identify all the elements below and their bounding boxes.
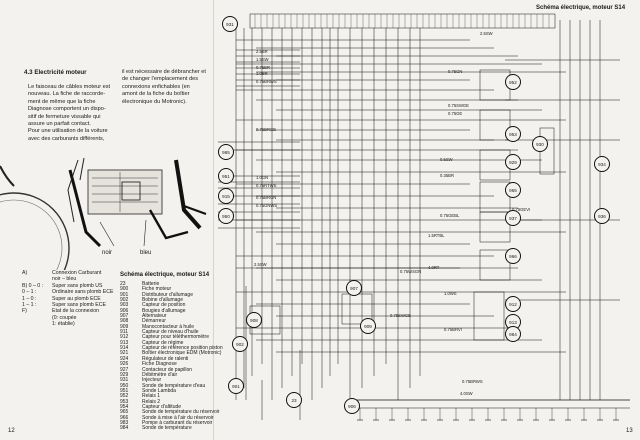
section-title: 4.3 Electricité moteur (24, 69, 87, 76)
component-node: 930 (532, 136, 548, 152)
component-node: 952 (505, 74, 521, 90)
page-number-left: 12 (8, 428, 15, 434)
label-bleu: bleu (140, 250, 152, 256)
wire-label: 0.75GEVI (512, 207, 531, 212)
wire-label: 0.75BRWS (462, 379, 483, 384)
wire-label: 1.5SW (256, 57, 269, 62)
component-node: 23 (286, 392, 302, 408)
wire-label: 0.75BRWS (256, 79, 277, 84)
wire-label: 0.75GE (448, 111, 463, 116)
label-noir: noir (102, 250, 113, 256)
paragraph-left: Le faisceau de câbles moteur est nouveau… (28, 84, 111, 142)
wire-label: 2.5BR (256, 49, 268, 54)
component-node: 966 (505, 248, 521, 264)
component-node: 912 (505, 296, 521, 312)
component-node: 909 (360, 318, 376, 334)
component-node: 908 (246, 312, 262, 328)
wire-label: 0.5SW (440, 157, 453, 162)
component-node: 902 (232, 336, 248, 352)
wire-label: 2.5SW (254, 262, 267, 267)
diagram-header: Schéma électrique, moteur S14 (536, 5, 626, 11)
wire-label: 0.75BRGE (256, 127, 277, 132)
component-node: 984 (505, 326, 521, 342)
wire-label: 0.35BR (440, 173, 454, 178)
fuel-connection-legend: A)Connexion Carburant noir – bleu B) 0 –… (22, 270, 114, 328)
paragraph-right: il est nécessaire de débrancher et de ch… (122, 69, 206, 105)
component-node: 906 (344, 398, 360, 414)
wire-label: 0.75GNWS (256, 203, 278, 208)
wire-label: 0.75GN (448, 69, 463, 74)
wire-label: 0.75BRGN (256, 195, 277, 200)
wire-label: 1.0BR (256, 71, 268, 76)
wire-label: 1.0WS (444, 291, 457, 296)
wire-label: 2.5SW (480, 31, 493, 36)
wire-label: 0.75RTWS (256, 183, 277, 188)
component-node: 934 (594, 156, 610, 172)
page-number-right: 13 (626, 428, 633, 434)
wire-label: 4.0RT (428, 265, 440, 270)
component-node: 965 (218, 144, 234, 160)
wire-label: 0.75GEBL (440, 213, 460, 218)
component-node: 915 (218, 188, 234, 204)
wire-label: 0.75SWGE (390, 313, 411, 318)
component-node: 907 (346, 280, 362, 296)
component-node: 937 (505, 210, 521, 226)
component-node: 936 (594, 208, 610, 224)
wire-label: 4.0SW (460, 391, 473, 396)
component-node: 931 (222, 16, 238, 32)
component-node: 901 (228, 378, 244, 394)
component-node: 953 (505, 126, 521, 142)
connector-photo (0, 157, 207, 270)
wire-label: 0.75BR (256, 65, 270, 70)
component-node: 951 (218, 168, 234, 184)
wire-label: 0.75BRVI (444, 327, 462, 332)
component-node: 950 (218, 208, 234, 224)
wire-label: 1.0GN (256, 175, 269, 180)
wire-label: 0.75WSGN (400, 269, 422, 274)
parts-title: Schéma électrique, moteur S14 (120, 272, 210, 278)
page-fold (213, 0, 214, 440)
wire-label: 1.5RTBL (428, 233, 445, 238)
component-node: 965 (505, 182, 521, 198)
wire-label: 0.75SWGE (448, 103, 469, 108)
component-node: 929 (505, 154, 521, 170)
